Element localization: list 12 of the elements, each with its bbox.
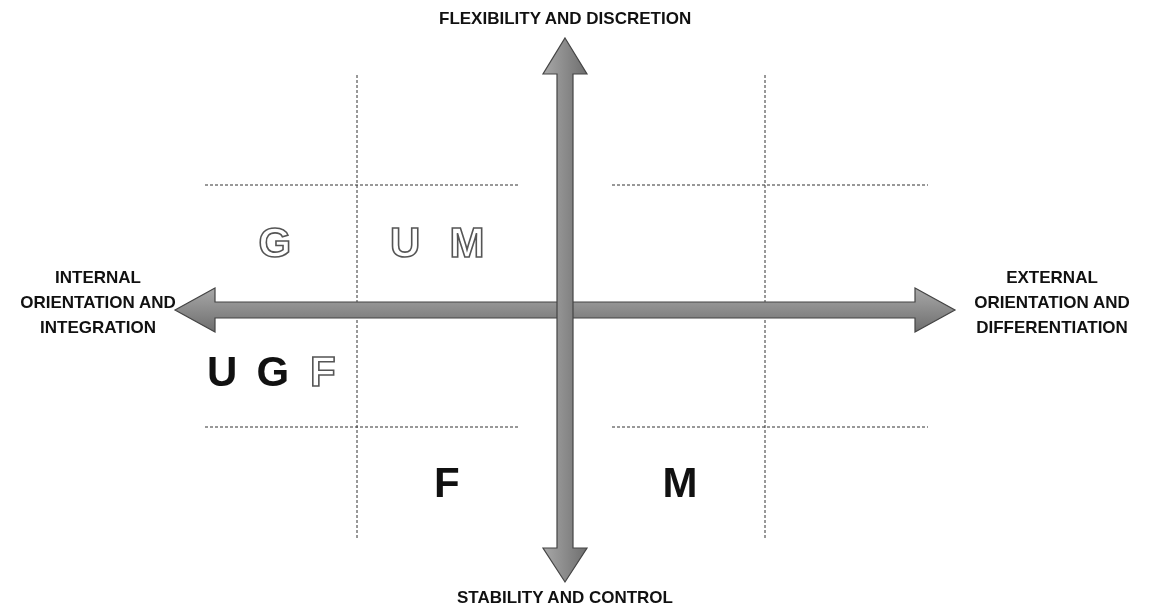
quadrant-letter: U <box>207 349 238 395</box>
quadrant-letter: F <box>434 460 460 506</box>
quadrant-letter: M <box>662 460 698 506</box>
axis-label: FLEXIBILITY AND DISCRETION <box>439 7 692 30</box>
quadrant-letter: M <box>449 220 485 266</box>
axis-label: INTERNAL ORIENTATION AND INTEGRATION <box>19 266 177 339</box>
quadrant-letter: U <box>390 220 421 266</box>
quadrant-letter: G <box>256 349 290 395</box>
quadrant-letter: G <box>258 220 292 266</box>
axis-label: STABILITY AND CONTROL <box>457 586 673 609</box>
quadrant-letter: F <box>310 349 336 395</box>
axis-label: EXTERNAL ORIENTATION AND DIFFERENTIATION <box>973 266 1131 339</box>
